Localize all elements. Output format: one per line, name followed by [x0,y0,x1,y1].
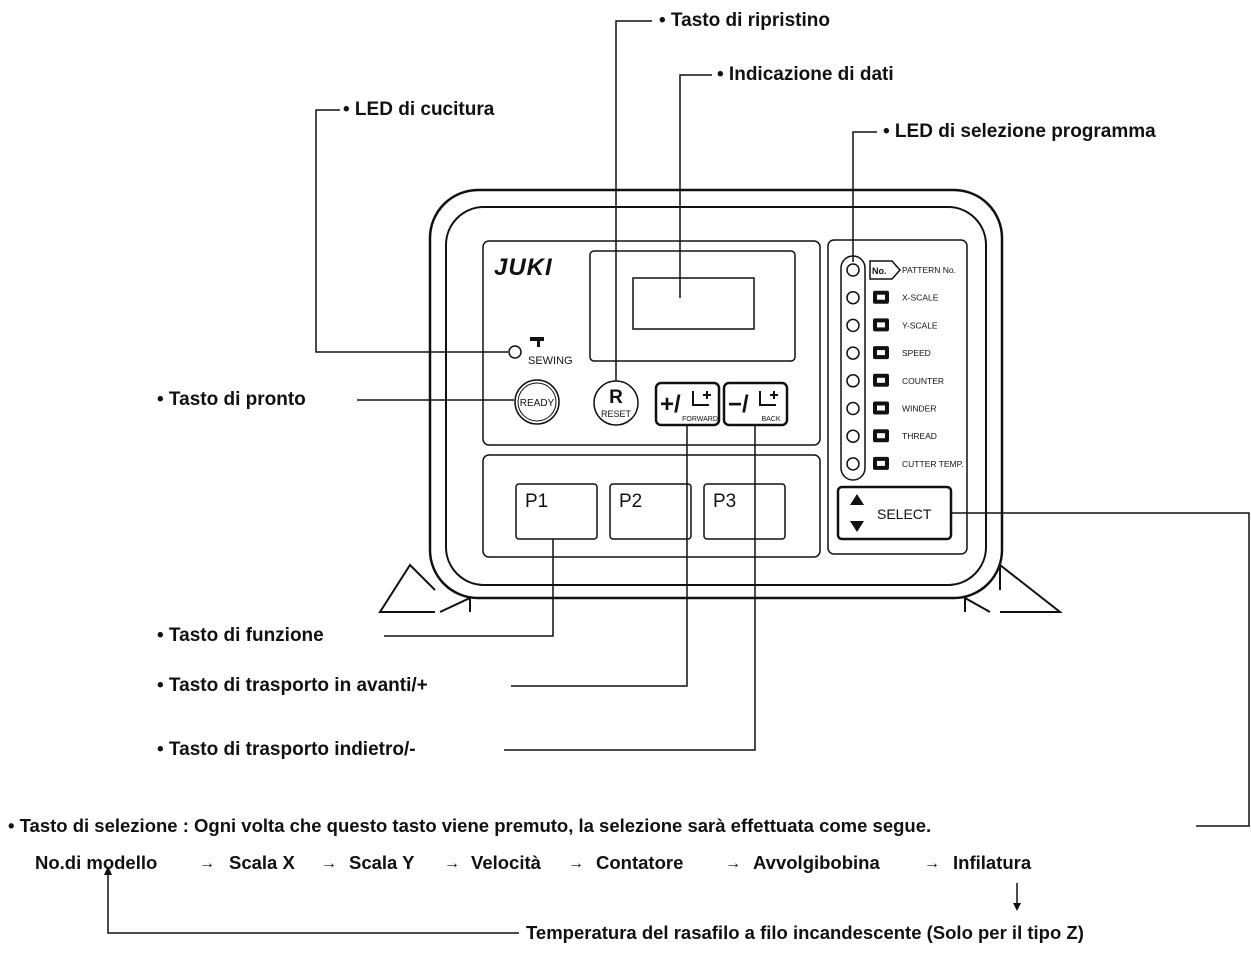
program-item-label: CUTTER TEMP. [902,459,964,469]
leader-sewing-led [315,109,508,353]
program-item-label: COUNTER [902,376,944,386]
forward-key-label: FORWARD [682,416,718,423]
sequence-item: Scala Y [349,852,415,873]
speed-icon [873,346,889,360]
reset-key-letter: R [609,387,623,408]
thread-icon [873,429,889,443]
leader-back [504,425,756,751]
sequence-item: Infilatura [953,852,1032,873]
leader-lines [107,20,1250,934]
sewing-label: SEWING [528,355,573,367]
label-function-key: • Tasto di funzione [157,625,324,646]
program-item-4: SPEED [846,346,931,360]
juki-logo: JUKI [494,254,553,281]
function-key-p2[interactable] [609,483,692,540]
sequence-item: Contatore [596,852,683,873]
data-display-window [632,277,755,330]
back-presser-icon [759,391,778,406]
ready-key[interactable] [514,379,560,425]
program-led [846,374,860,388]
back-key-label: BACK [761,416,780,423]
select-key-label: SELECT [877,506,932,522]
sequence-arrow: → [199,855,215,872]
forward-presser-icon [692,391,711,406]
cutter-temp-icon [873,456,889,470]
back-key-symbol: −/ [728,391,749,418]
svg-text:No.: No. [872,266,887,276]
winder-icon [873,401,889,415]
label-program-led: • LED di selezione programma [883,121,1156,142]
program-led [846,290,860,305]
sequence-arrow: → [924,855,940,872]
sequence-item: Avvolgibobina [753,852,880,873]
leader-return [107,871,519,934]
program-led [846,401,860,416]
leader-select [951,512,1250,827]
program-item-6: WINDER [846,401,936,416]
program-item-5: COUNTER [846,373,944,388]
up-down-arrow-icon [850,494,864,532]
label-reset-key: • Tasto di ripristino [659,10,830,31]
program-item-label: WINDER [902,404,936,414]
x-scale-icon [873,290,889,304]
down-arrowhead [1013,903,1021,911]
leader-program-led [852,131,877,262]
program-item-label: PATTERN No. [902,265,956,275]
reset-key-label: RESET [601,409,632,419]
ready-key-ring [517,382,557,422]
sequence-item: Scala X [229,852,295,873]
program-select-area [827,239,968,555]
leader-reset [615,20,652,381]
function-key-p1-label: P1 [525,491,548,512]
label-back-key: • Tasto di trasporto indietro/- [157,739,416,760]
program-led [846,346,860,360]
sewing-machine-icon [530,337,544,347]
selection-sequence: No.di modello Scala X Scala Y Velocità Conta… [35,852,1032,873]
sewing-led [508,345,522,359]
sequence-arrow: → [321,855,337,872]
label-forward-key: • Tasto di trasporto in avanti/+ [157,675,428,696]
leader-forward [511,425,688,687]
main-key-area [482,240,821,446]
label-ready-key: • Tasto di pronto [157,389,306,410]
y-scale-icon [873,318,889,332]
data-display-frame [589,250,796,362]
program-led [846,457,860,471]
label-select-key: • Tasto di selezione : Ogni volta che qu… [8,815,932,836]
function-key-p3-label: P3 [713,491,736,512]
arrowheads [104,866,1021,911]
leader-function [384,539,554,637]
program-item-1: No. PATTERN No. [846,260,956,280]
function-key-p3[interactable] [703,483,786,540]
sequence-arrow: → [568,855,584,872]
function-key-area [482,454,821,558]
ready-key-label: READY [520,398,555,409]
program-item-8: CUTTER TEMP. [846,456,964,471]
program-item-3: Y-SCALE [846,318,938,333]
program-led [846,263,860,277]
program-led [846,318,860,333]
program-item-label: THREAD [902,431,937,441]
program-item-7: THREAD [846,429,937,443]
program-item-label: X-SCALE [902,293,939,303]
sequence-item: Velocità [471,852,542,873]
program-led [846,429,860,443]
program-item-label: SPEED [902,348,931,358]
leader-display [679,74,712,298]
function-key-p2-label: P2 [619,491,642,512]
sequence-arrow: → [725,855,741,872]
function-key-p1[interactable] [515,483,598,540]
label-sewing-led: • LED di cucitura [343,99,495,120]
program-item-2: X-SCALE [846,290,939,305]
label-data-display: • Indicazione di dati [717,64,894,85]
program-item-label: Y-SCALE [902,320,938,330]
label-sequence-last: Temperatura del rasafilo a filo incandes… [526,922,1084,943]
pattern-no-icon: No. [869,260,902,280]
return-arrowhead [104,866,112,875]
sequence-item: No.di modello [35,852,157,873]
sequence-arrow: → [444,855,460,872]
counter-icon [873,373,889,387]
forward-key-symbol: +/ [660,391,681,418]
